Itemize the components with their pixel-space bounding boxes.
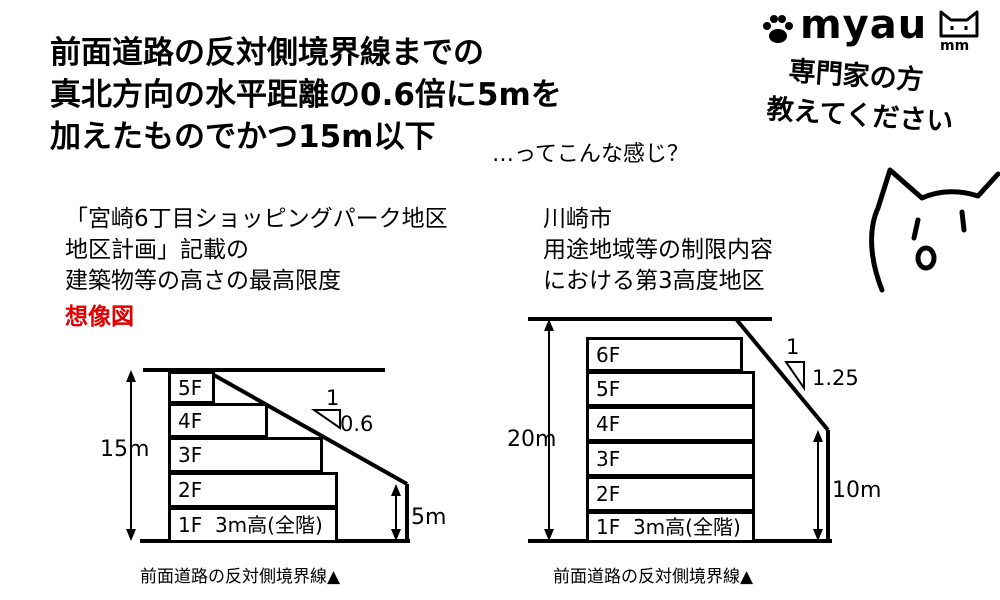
headline-line-3: 加えたものでかつ15m以下	[50, 119, 436, 155]
left-floor-2f: 2F	[168, 472, 338, 508]
left-bottom-label: 前面道路の反対側境界線▲	[140, 567, 341, 587]
headline-line-2: 真北方向の水平距離の0.6倍に5mを	[50, 77, 562, 113]
left-ratio-run: 1	[326, 386, 340, 410]
right-caption-line-1: 川崎市	[543, 206, 612, 232]
cat-illustration	[869, 167, 1000, 293]
left-floor-4f: 4F	[168, 403, 268, 438]
right-height-total: 20m	[507, 427, 557, 452]
headline-line-1: 前面道路の反対側境界線までの	[50, 35, 484, 71]
left-floor-5f: 5F	[168, 371, 215, 404]
right-floor-5f: 5F	[586, 371, 755, 407]
right-floor-2f: 2F	[586, 476, 755, 512]
right-floor-4f: 4F	[586, 406, 755, 442]
right-floor-6f: 6F	[586, 337, 743, 372]
right-caption-line-3: における第3高度地区	[543, 268, 765, 294]
paw-icon	[763, 15, 793, 43]
left-ratio-rise: 0.6	[340, 412, 374, 436]
right-ratio-run: 1	[786, 335, 800, 359]
logo: myau mm	[760, 2, 995, 56]
left-floor-1f: 1F 3m高(全階)	[168, 507, 338, 543]
left-caption-line-2: 地区計画」記載の	[65, 237, 249, 263]
left-height-total: 15m	[100, 437, 150, 462]
left-floor-3f: 3F	[168, 437, 323, 473]
logo-sub: mm	[940, 38, 970, 54]
left-note: 想像図	[65, 304, 134, 330]
right-bottom-label: 前面道路の反対側境界線▲	[553, 567, 754, 587]
headline-aside: …ってこんな感じ？	[492, 142, 689, 167]
right-floor-1f: 1F 3m高(全階)	[586, 511, 755, 543]
logo-text: myau	[800, 2, 928, 48]
right-ratio-rise: 1.25	[812, 366, 859, 390]
right-floor-3f: 3F	[586, 441, 755, 477]
left-height-base: 5m	[411, 505, 447, 530]
left-caption-line-1: 「宮崎6丁目ショッピングパーク地区	[65, 206, 448, 232]
right-caption-line-2: 用途地域等の制限内容	[543, 237, 773, 263]
right-height-base: 10m	[832, 478, 882, 503]
cat-face-icon	[939, 10, 979, 38]
left-caption-line-3: 建築物等の高さの最高限度	[65, 268, 341, 294]
